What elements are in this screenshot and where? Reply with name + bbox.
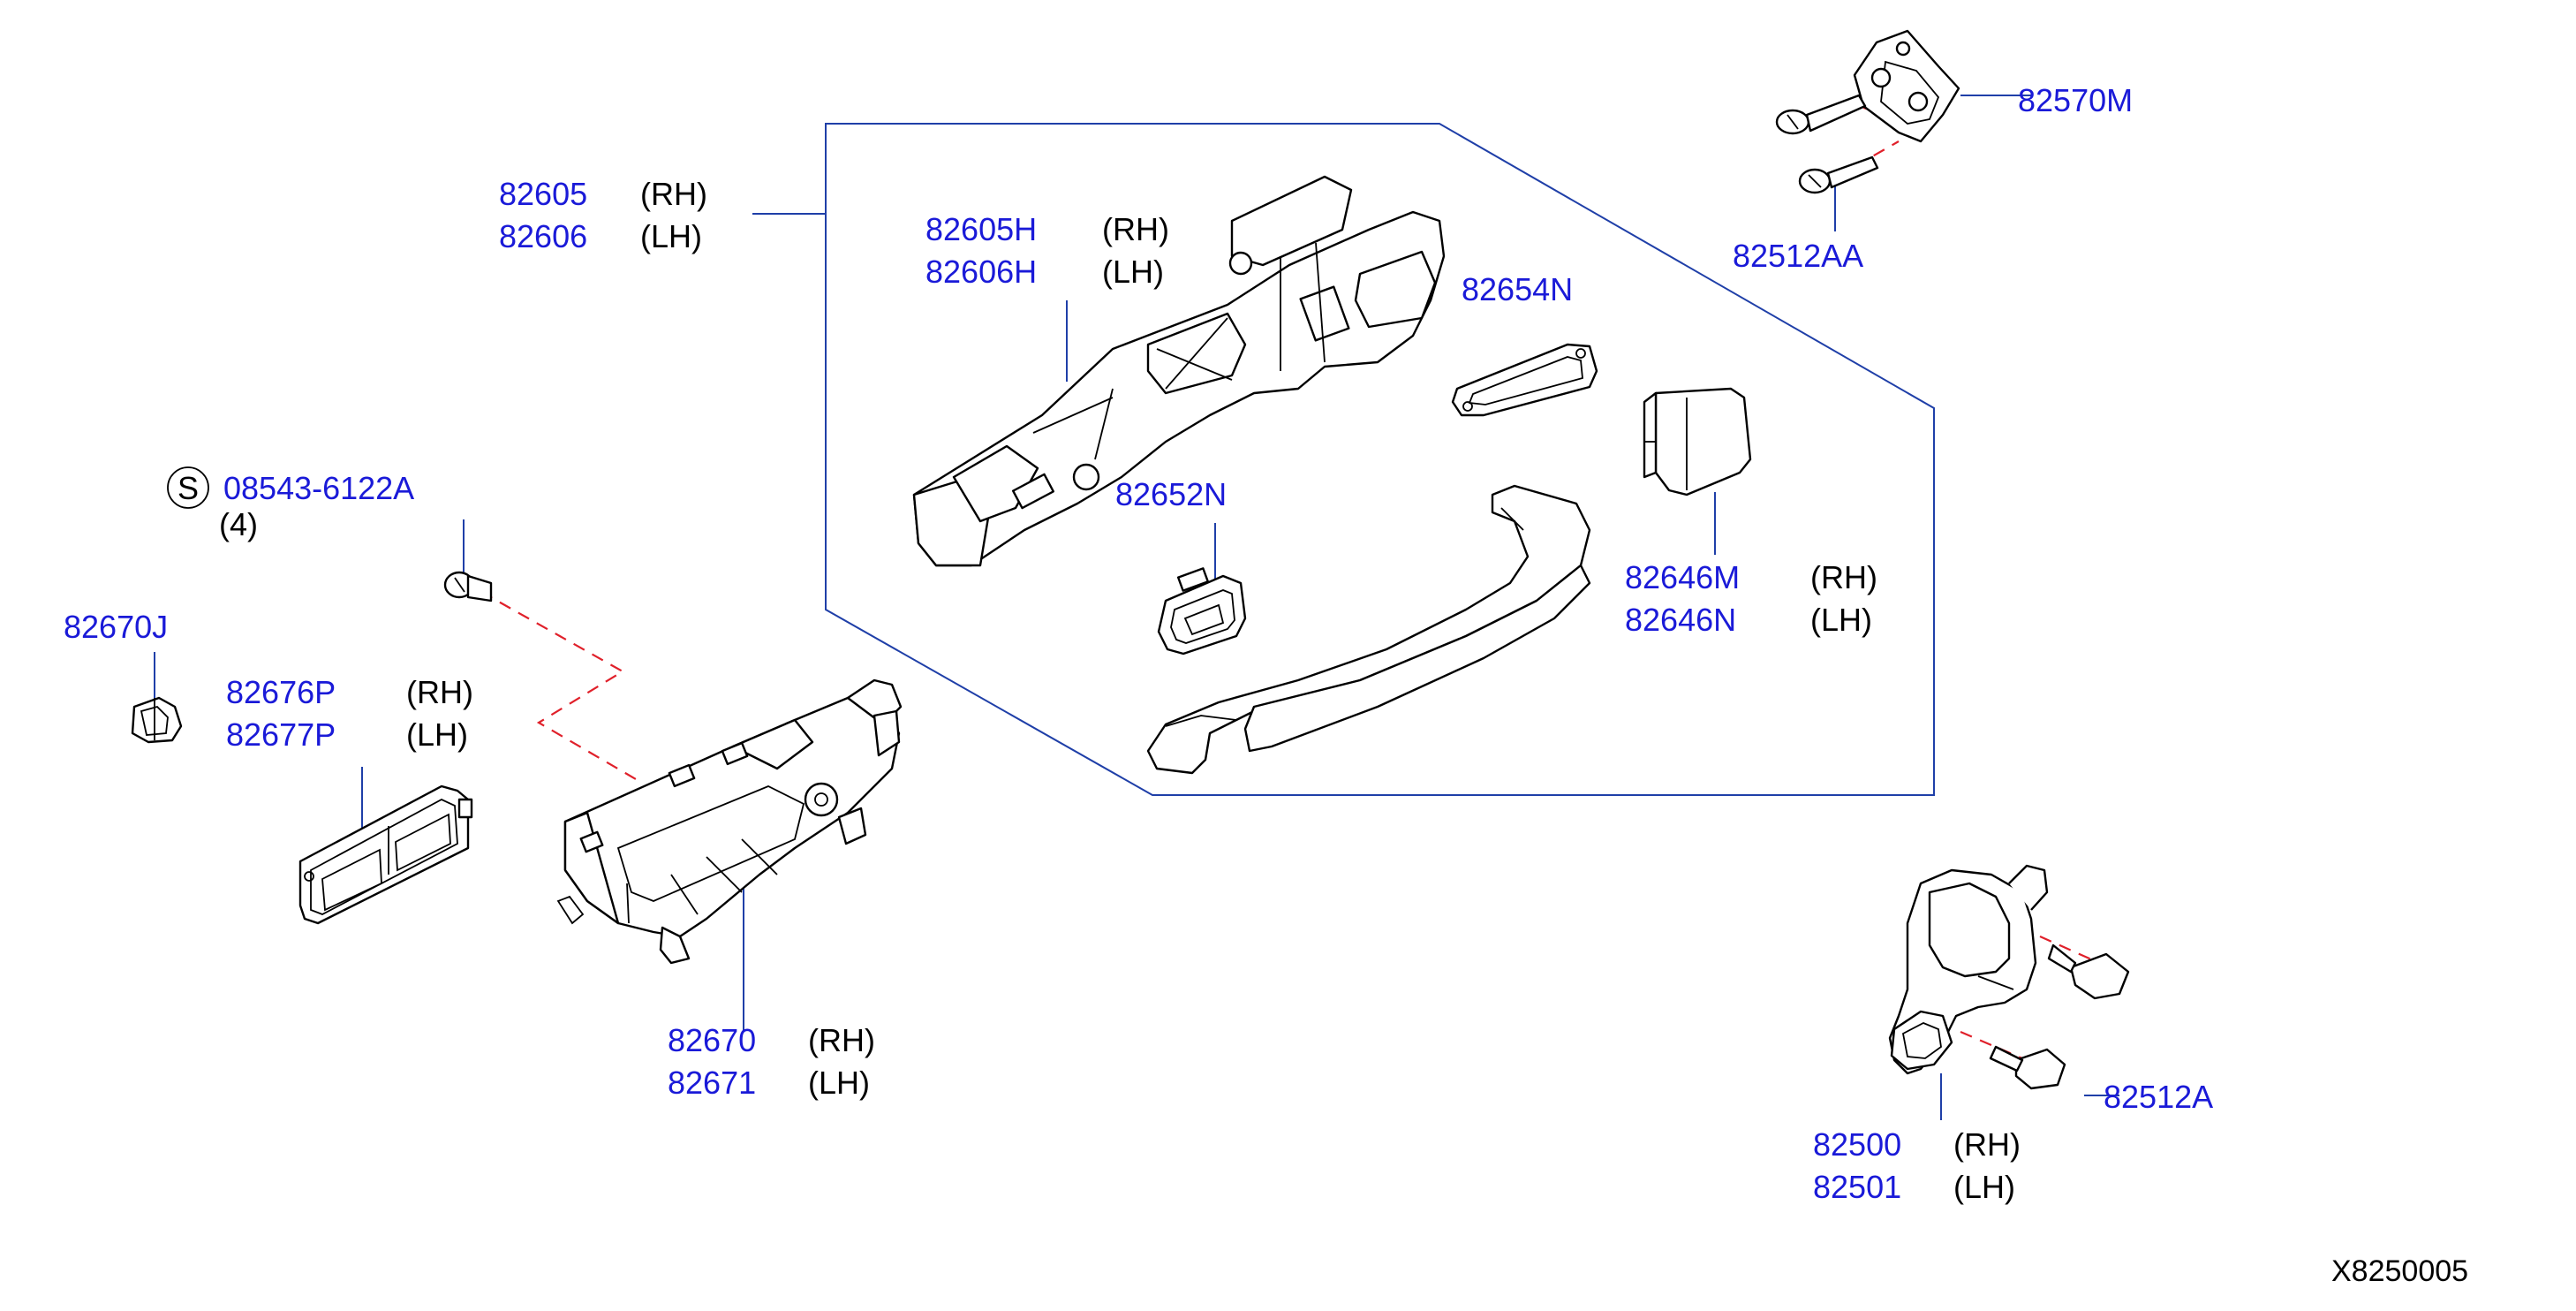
handle-assembly-group-box bbox=[825, 123, 1935, 796]
part-number-82677P: 82677P bbox=[226, 716, 336, 753]
striker-82570M-drawing bbox=[1775, 29, 1960, 194]
part-number-08543-6122A: 08543-6122A bbox=[223, 470, 414, 506]
door-lock-actuator-drawing bbox=[1888, 864, 2130, 1090]
part-number-82606H: 82606H bbox=[925, 254, 1037, 290]
s-symbol: S bbox=[178, 470, 199, 506]
side-82500: (RH) bbox=[1953, 1126, 2021, 1163]
part-number-82500: 82500 bbox=[1813, 1126, 1901, 1163]
quantity-08543: (4) bbox=[219, 506, 258, 542]
side-82671: (LH) bbox=[808, 1065, 870, 1101]
side-82605: (RH) bbox=[640, 176, 707, 212]
pull-handle-drawing bbox=[1146, 484, 1591, 775]
part-number-82670: 82670 bbox=[668, 1022, 756, 1058]
cover-82676P-drawing bbox=[298, 784, 473, 925]
part-number-82570M: 82570M bbox=[2018, 82, 2133, 118]
part-number-82676P: 82676P bbox=[226, 674, 336, 710]
leader-lines bbox=[154, 95, 2119, 1120]
part-number-82646N: 82646N bbox=[1625, 602, 1736, 638]
escutcheon-82652N-drawing bbox=[1157, 567, 1247, 656]
side-82605H: (RH) bbox=[1102, 211, 1169, 247]
part-number-82671: 82671 bbox=[668, 1065, 756, 1101]
part-number-82605: 82605 bbox=[499, 176, 587, 212]
part-number-82654N: 82654N bbox=[1462, 271, 1573, 307]
part-number-82606: 82606 bbox=[499, 218, 587, 254]
side-82646N: (LH) bbox=[1810, 602, 1872, 638]
screw-08543-drawing bbox=[443, 571, 493, 602]
side-82501: (LH) bbox=[1953, 1169, 2015, 1205]
part-number-82605H: 82605H bbox=[925, 211, 1037, 247]
part-number-82512AA: 82512AA bbox=[1733, 238, 1863, 274]
diagram-code: X8250005 bbox=[2331, 1254, 2468, 1288]
part-number-82646M: 82646M bbox=[1625, 559, 1740, 595]
part-number-82501: 82501 bbox=[1813, 1169, 1901, 1205]
side-82606H: (LH) bbox=[1102, 254, 1164, 290]
s-symbol-circle bbox=[167, 466, 209, 509]
part-number-82512A: 82512A bbox=[2104, 1079, 2213, 1115]
side-82670: (RH) bbox=[808, 1022, 875, 1058]
handle-frame-82670-drawing bbox=[556, 678, 903, 965]
handle-bracket-drawing bbox=[912, 175, 1446, 567]
gasket-82654N-drawing bbox=[1451, 343, 1598, 417]
side-82676P: (RH) bbox=[406, 674, 473, 710]
side-82646M: (RH) bbox=[1810, 559, 1877, 595]
part-number-82670J: 82670J bbox=[64, 609, 168, 645]
clip-82670J-drawing bbox=[131, 696, 183, 744]
side-82677P: (LH) bbox=[406, 716, 468, 753]
side-82606: (LH) bbox=[640, 218, 702, 254]
escutcheon-82646M-drawing bbox=[1643, 387, 1752, 496]
part-number-82652N: 82652N bbox=[1115, 476, 1227, 512]
